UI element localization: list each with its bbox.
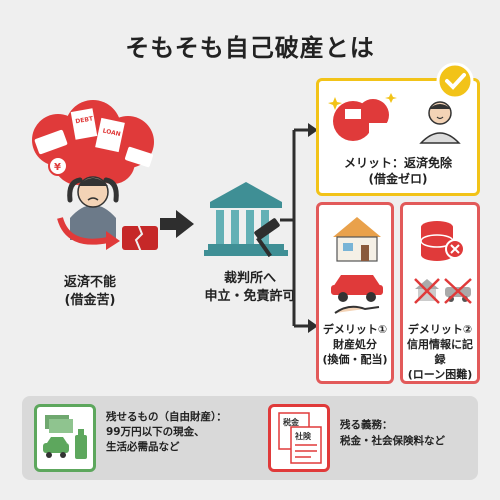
demerit-2-label: デメリット② 信用情報に記録 (ローン困難)	[403, 323, 477, 382]
free-assets-line-2: 99万円以下の現金、	[106, 426, 205, 439]
debt-paper-label: DEBT	[75, 115, 95, 125]
bottom-panel: 残せるもの（自由財産）： 99万円以下の現金、 生活必需品など 税金 社険 残る…	[22, 396, 478, 480]
tax-documents-icon: 税金 社険	[278, 412, 322, 464]
crossed-car-icon	[444, 278, 472, 304]
obligations-line-1: 残る義務：	[340, 419, 393, 431]
obligations-line-2: 税金・社会保険料など	[340, 434, 445, 447]
free-assets-line-1: 残せるもの（自由財産）：	[106, 411, 227, 423]
debt-cloud: DEBT LOAN ¥	[32, 100, 154, 185]
obligations-text: 残る義務： 税金・社会保険料など	[340, 418, 480, 450]
free-assets-line-3: 生活必需品など	[106, 441, 180, 454]
property-icon	[331, 217, 383, 314]
free-assets-text: 残せるもの（自由財産）： 99万円以下の現金、 生活必需品など	[106, 410, 266, 456]
status-line-1: 返済不能	[63, 275, 116, 290]
hand-icon	[334, 305, 380, 314]
merit-line-2: (借金ゼロ)	[368, 172, 428, 187]
crossed-house-icon	[414, 278, 440, 304]
demerit-1-line-3: (換価・配当)	[322, 352, 388, 366]
down-arrow-icon	[57, 217, 109, 245]
credit-record-icon	[414, 221, 472, 304]
cash-icon	[45, 415, 73, 433]
page-title: そもそも自己破産とは	[125, 34, 375, 62]
courthouse-icon	[204, 182, 288, 258]
merit-label: メリット：返済免除 (借金ゼロ)	[319, 155, 477, 187]
stressed-person-icon	[67, 176, 119, 240]
denied-icon	[445, 239, 465, 259]
money-bag-icon	[328, 93, 397, 141]
gavel-icon	[254, 218, 280, 258]
small-car-icon	[43, 437, 69, 458]
demerit-2-line-1: デメリット②	[407, 323, 473, 336]
court-line-2: 申立・免責許可	[204, 288, 296, 304]
branch-connector	[280, 123, 318, 333]
yen-coin-label: ¥	[54, 162, 61, 173]
arrow-head-icon	[106, 231, 120, 250]
bottle-icon	[75, 429, 87, 459]
free-assets-icon	[43, 415, 87, 459]
right-arrow-icon	[160, 210, 194, 238]
court-line-1: 裁判所へ	[223, 271, 276, 286]
status-line-2: (借金苦)	[64, 292, 116, 308]
court-label: 裁判所へ 申立・免責許可	[190, 270, 310, 305]
merit-line-1: メリット：返済免除	[343, 156, 452, 170]
loan-paper-label: LOAN	[102, 127, 121, 138]
demerit-1-line-2: 財産処分	[333, 337, 377, 351]
insurance-doc-label: 社険	[294, 431, 312, 441]
relieved-person-icon	[419, 101, 461, 144]
broken-wallet-icon	[122, 223, 158, 253]
demerit-2-line-3: (ローン困難)	[407, 367, 473, 381]
demerit-2-card: デメリット② 信用情報に記録 (ローン困難)	[400, 202, 480, 384]
status-label: 返済不能 (借金苦)	[30, 274, 150, 309]
check-badge-icon	[436, 62, 474, 100]
demerit-2-line-2: 信用情報に記録	[407, 337, 473, 366]
demerit-1-card: デメリット① 財産処分 (換価・配当)	[316, 202, 394, 384]
database-icon	[420, 221, 454, 261]
merit-card: メリット：返済免除 (借金ゼロ)	[316, 78, 480, 196]
demerit-1-label: デメリット① 財産処分 (換価・配当)	[319, 323, 391, 368]
debt-illustration: DEBT LOAN ¥	[32, 100, 158, 253]
tax-doc-label: 税金	[283, 417, 300, 427]
car-icon	[331, 275, 383, 302]
obligations-icon-box: 税金 社険	[268, 404, 330, 472]
house-icon	[333, 217, 381, 262]
free-assets-icon-box	[34, 404, 96, 472]
demerit-1-line-1: デメリット①	[322, 323, 388, 336]
